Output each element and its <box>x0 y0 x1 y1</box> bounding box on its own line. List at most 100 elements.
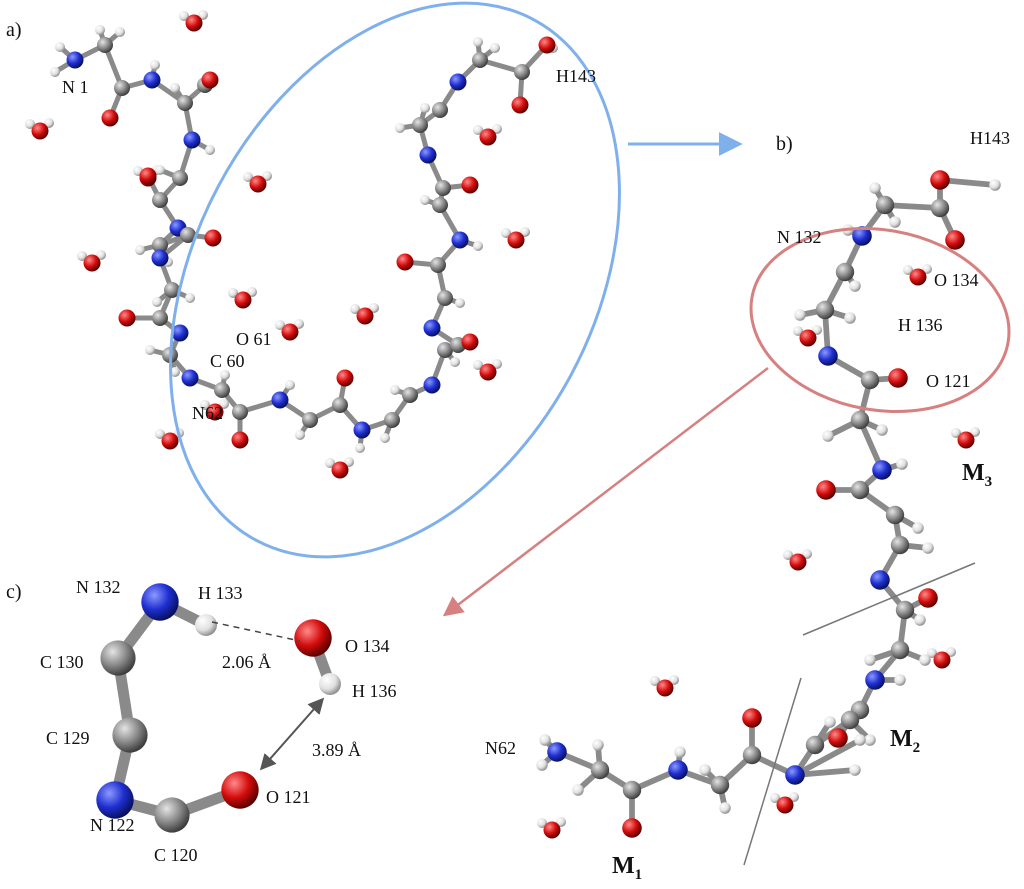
hydrogen-atom <box>914 614 926 626</box>
distance-label-o-h: 3.89 Å <box>312 740 361 760</box>
hydrogen-atom <box>669 675 679 685</box>
hydrogen-atom <box>228 288 238 298</box>
hydrogen-atom <box>783 550 793 560</box>
hydrogen-atom <box>219 399 229 409</box>
label-b-n132: N 132 <box>777 227 822 247</box>
nitrogen-atom <box>852 226 872 246</box>
oxygen-atom <box>185 14 203 32</box>
hydrogen-atom <box>849 280 861 292</box>
label-b-o121: O 121 <box>926 371 971 391</box>
hydrogen-atom <box>50 67 60 77</box>
hydrogen-atom <box>793 326 803 336</box>
label-b-o134: O 134 <box>934 270 979 290</box>
hydrogen-atom <box>350 304 360 314</box>
carbon-atom <box>437 290 453 306</box>
hydrogen-atom <box>243 172 253 182</box>
label-c-c130: C 130 <box>40 652 84 672</box>
bond <box>792 767 858 778</box>
label-c-c129: C 129 <box>46 728 90 748</box>
carbon-atom <box>890 640 910 660</box>
fragment-label-m1: M1 <box>612 853 642 883</box>
nitrogen-atom <box>668 760 688 780</box>
label-c-n122: N 122 <box>90 815 135 835</box>
fragment-separator-m2-m3 <box>802 562 976 636</box>
oxygen-atom <box>479 128 497 146</box>
oxygen-atom <box>622 818 642 838</box>
hydrogen-atom <box>285 380 295 390</box>
hydrogen-atom <box>155 429 165 439</box>
oxygen-atom <box>336 369 354 387</box>
hydrogen-atom <box>889 216 901 228</box>
nitrogen-atom <box>271 391 289 409</box>
hydrogen-bond-dash <box>211 621 301 642</box>
oxygen-atom <box>118 309 136 327</box>
nitrogen-atom <box>353 421 371 439</box>
carbon-atom <box>164 282 180 298</box>
oxygen-atom <box>888 368 908 388</box>
nitrogen-atom <box>151 249 169 267</box>
fragment-label-m3: M3 <box>962 460 992 490</box>
hydrogen-atom <box>492 124 502 134</box>
oxygen-atom <box>656 679 674 697</box>
nitrogen-atom <box>423 319 441 337</box>
hydrogen-atom <box>294 319 304 329</box>
hydrogen-atom <box>179 11 189 21</box>
oxygen-atom <box>161 432 179 450</box>
hydrogen-atom <box>556 817 566 827</box>
nitrogen-atom <box>143 71 161 89</box>
nitrogen-atom <box>183 131 201 149</box>
carbon-atom <box>112 717 148 753</box>
label-b-h143: H143 <box>970 128 1010 148</box>
hydrogen-atom <box>198 10 208 20</box>
oxygen-atom <box>83 254 101 272</box>
nitrogen-atom <box>785 765 805 785</box>
oxygen-atom <box>249 175 267 193</box>
oxygen-atom <box>930 170 950 190</box>
hydrogen-atom <box>473 125 483 135</box>
hydrogen-atom <box>450 357 460 367</box>
carbon-atom <box>232 404 248 420</box>
hydrogen-atom <box>325 458 335 468</box>
carbon-atom <box>840 710 860 730</box>
oxygen-atom <box>201 71 219 89</box>
hydrogen-atom <box>275 320 285 330</box>
carbon-atom <box>930 198 950 218</box>
carbon-atom <box>860 370 880 390</box>
hydrogen-atom <box>822 430 834 442</box>
hydrogen-atom <box>205 145 215 155</box>
hydrogen-atom <box>794 309 806 321</box>
oxygen-atom <box>933 651 951 669</box>
carbon-atom <box>152 192 168 208</box>
nitrogen-atom <box>870 570 890 590</box>
hydrogen-atom <box>145 345 155 355</box>
carbon-atom <box>412 117 428 133</box>
carbon-atom <box>742 745 762 765</box>
hydrogen-atom <box>802 549 812 559</box>
hydrogen-atom <box>946 647 956 657</box>
oxygen-atom <box>461 333 479 351</box>
hydrogen-atom <box>473 241 483 251</box>
hydrogen-atom <box>501 228 511 238</box>
carbon-atom <box>815 300 835 320</box>
carbon-atom <box>437 342 453 358</box>
hydrogen-atom <box>170 367 180 377</box>
carbon-atom <box>432 102 448 118</box>
carbon-atom <box>885 505 905 525</box>
carbon-atom <box>835 262 855 282</box>
oxygen-atom <box>231 431 249 449</box>
hydrogen-atom <box>170 83 180 93</box>
panel-a-molecule <box>25 10 558 479</box>
hydrogen-atom <box>420 103 430 113</box>
hydrogen-atom <box>25 119 35 129</box>
hydrogen-atom <box>247 287 257 297</box>
panel-a-label: a) <box>6 19 22 41</box>
hydrogen-atom <box>455 298 465 308</box>
hydrogen-atom <box>922 542 934 554</box>
oxygen-atom <box>538 36 556 54</box>
hydrogen-atom <box>420 195 430 205</box>
hydrogen-atom <box>220 370 230 380</box>
hydrogen-atom <box>344 457 354 467</box>
nitrogen-atom <box>818 346 838 366</box>
hydrogen-atom <box>537 818 547 828</box>
